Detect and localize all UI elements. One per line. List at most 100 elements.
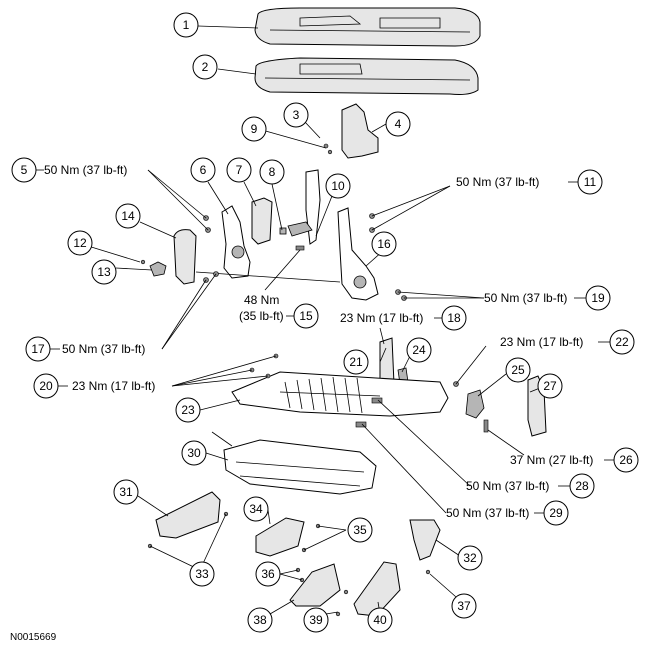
svg-text:8: 8 (269, 165, 276, 179)
callout-32: 32 (457, 545, 483, 571)
torque-label-5: 50 Nm (37 lb-ft) (44, 163, 127, 177)
torque-label-19: 50 Nm (37 lb-ft) (484, 291, 567, 305)
svg-text:14: 14 (121, 209, 135, 223)
svg-text:15: 15 (299, 309, 313, 323)
svg-text:4: 4 (395, 117, 402, 131)
callout-1: 1 (173, 12, 199, 38)
svg-text:16: 16 (377, 237, 391, 251)
callout-11: 11 (577, 169, 603, 195)
part-bracket-25 (465, 389, 485, 419)
svg-text:7: 7 (236, 163, 243, 177)
torque-label-26: 37 Nm (27 lb-ft) (510, 453, 593, 467)
part-cover-38 (289, 563, 341, 607)
part-handle-10 (305, 169, 321, 245)
callout-39: 39 (303, 607, 329, 633)
svg-text:20: 20 (39, 379, 53, 393)
svg-text:6: 6 (200, 163, 207, 177)
svg-text:24: 24 (412, 343, 426, 357)
callout-21: 21 (343, 349, 369, 375)
callout-18: 18 (441, 305, 467, 331)
callout-40: 40 (367, 607, 393, 633)
svg-text:11: 11 (584, 175, 597, 189)
bolt-26 (483, 419, 489, 433)
part-plate-7 (251, 197, 273, 245)
torque-label-29: 50 Nm (37 lb-ft) (446, 506, 529, 520)
callout-29: 29 (543, 500, 569, 526)
cross-rod (195, 271, 341, 283)
callout-6: 6 (190, 157, 216, 183)
part-recliner-6 (221, 205, 251, 279)
screw-37 (425, 569, 431, 575)
callout-23: 23 (175, 397, 201, 423)
callout-28: 28 (569, 473, 595, 499)
cushion-detail (269, 15, 471, 33)
bolt-29 (355, 421, 367, 428)
svg-text:27: 27 (543, 379, 557, 393)
recliner-pivot-right (353, 275, 367, 289)
screw-39a (335, 611, 341, 617)
callout-34: 34 (243, 496, 269, 522)
svg-text:17: 17 (31, 342, 45, 356)
svg-text:23: 23 (181, 403, 195, 417)
svg-text:36: 36 (261, 567, 275, 581)
svg-text:10: 10 (331, 179, 345, 193)
bolt-28 (371, 397, 383, 404)
part-screw-12 (140, 259, 146, 265)
part-knob-13 (149, 261, 167, 277)
torque-label-11: 50 Nm (37 lb-ft) (456, 175, 539, 189)
part-cover-32 (409, 519, 441, 561)
callout-24: 24 (406, 337, 432, 363)
callout-2: 2 (192, 54, 218, 80)
svg-text:19: 19 (591, 291, 605, 305)
leader-lines (36, 25, 614, 615)
callout-7: 7 (226, 157, 252, 183)
callout-12: 12 (67, 230, 93, 256)
part-release-handle (287, 221, 313, 237)
svg-text:22: 22 (615, 335, 629, 349)
drawing-code: N0015669 (10, 632, 57, 643)
torque-label-18: 23 Nm (17 lb-ft) (340, 311, 423, 325)
part-seat-cushion (254, 7, 481, 47)
part-clip-8 (279, 227, 287, 235)
callout-19: 19 (585, 285, 611, 311)
screw-39b (343, 589, 349, 595)
svg-text:29: 29 (549, 506, 563, 520)
callout-3: 3 (283, 102, 309, 128)
callout-16: 16 (371, 231, 397, 257)
callout-10: 10 (325, 173, 351, 199)
seat-frame-slats (279, 376, 381, 414)
callout-33: 33 (189, 561, 215, 587)
callout-36: 36 (255, 561, 281, 587)
part-screw-9 (327, 149, 333, 155)
callout-31: 31 (113, 479, 139, 505)
callout-38: 38 (247, 607, 273, 633)
callout-20: 20 (33, 373, 59, 399)
svg-text:3: 3 (293, 108, 300, 122)
svg-text:35: 35 (353, 523, 367, 537)
callout-4: 4 (385, 111, 411, 137)
part-shield-14 (173, 229, 197, 285)
callout-8: 8 (259, 159, 285, 185)
svg-text:34: 34 (249, 502, 263, 516)
svg-text:9: 9 (251, 122, 258, 136)
torque-label-15-nm: 48 Nm (244, 293, 279, 307)
callout-26: 26 (613, 447, 639, 473)
svg-text:18: 18 (447, 311, 461, 325)
svg-text:12: 12 (73, 236, 87, 250)
part-cushion-pad (254, 57, 479, 95)
callout-35: 35 (347, 517, 373, 543)
callout-17: 17 (25, 336, 51, 362)
callout-13: 13 (91, 259, 117, 285)
torque-label-17: 50 Nm (37 lb-ft) (62, 342, 145, 356)
callout-27: 27 (537, 373, 563, 399)
callout-22: 22 (609, 329, 635, 355)
svg-text:32: 32 (463, 551, 477, 565)
svg-text:2: 2 (202, 60, 209, 74)
svg-text:26: 26 (619, 453, 633, 467)
svg-text:28: 28 (575, 479, 589, 493)
part-cover-40 (353, 561, 401, 617)
callout-30: 30 (181, 440, 207, 466)
svg-text:40: 40 (373, 613, 387, 627)
